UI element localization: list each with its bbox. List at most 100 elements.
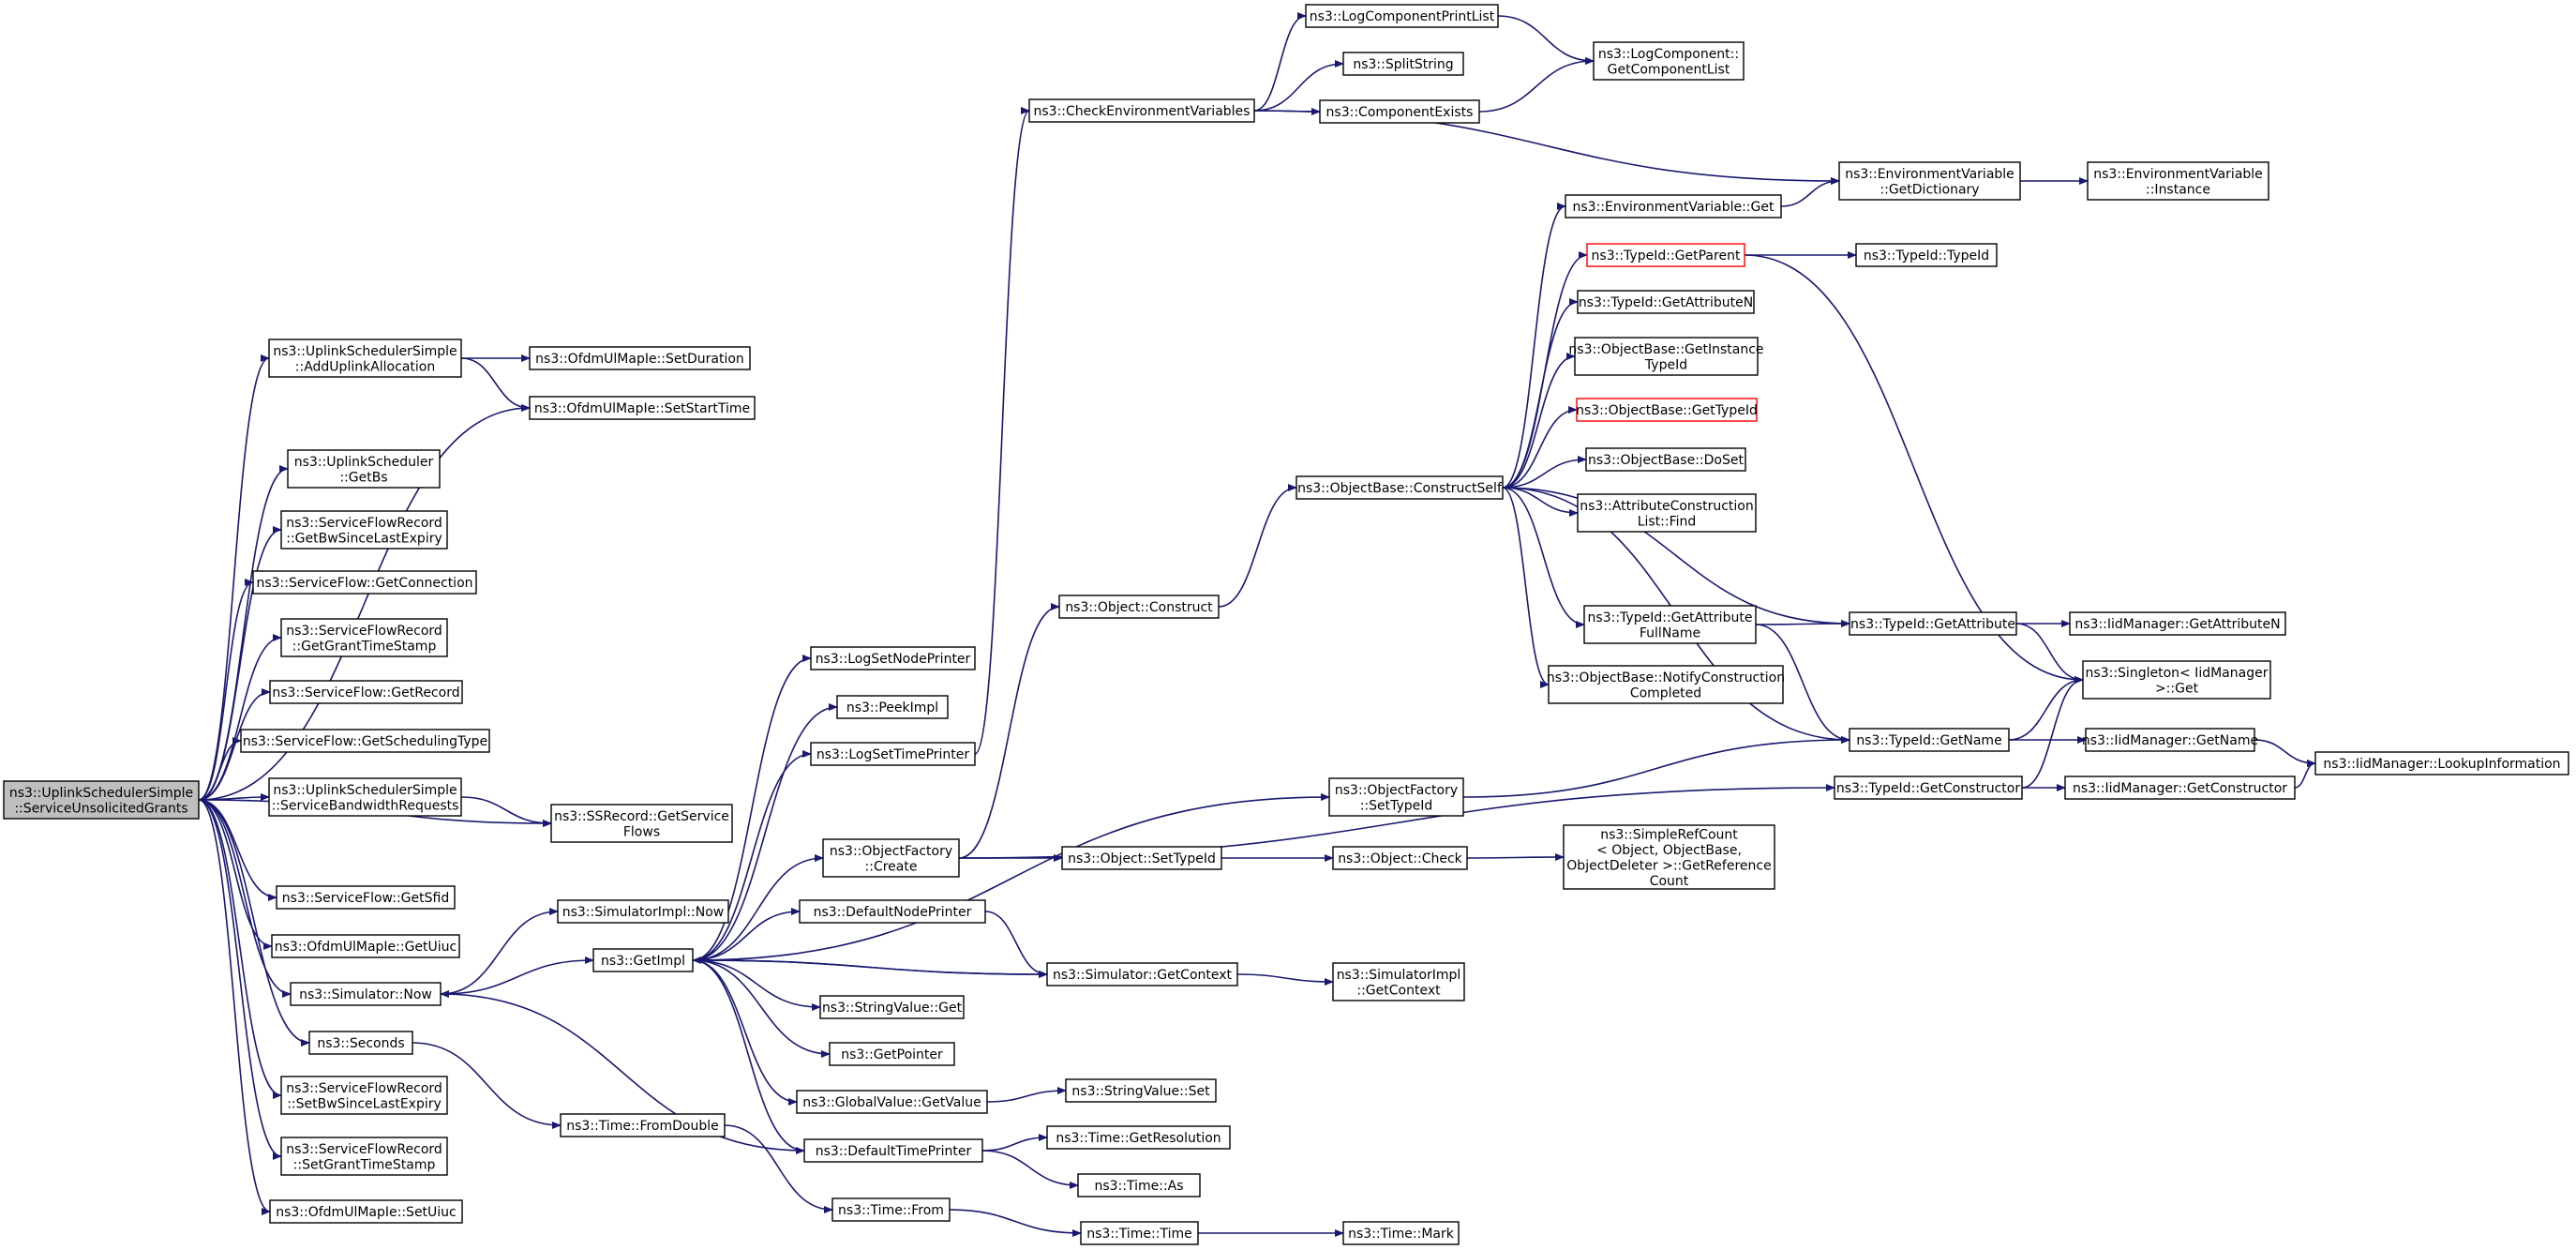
node-box bbox=[1838, 161, 2021, 201]
node-envInstance[interactable]: ns3::EnvironmentVariable::Instance bbox=[2087, 161, 2269, 201]
node-logCompGetList[interactable]: ns3::LogComponent::GetComponentList bbox=[1593, 41, 1745, 81]
node-objConstruct[interactable]: ns3::Object::Construct bbox=[1058, 595, 1220, 619]
node-box bbox=[269, 680, 463, 704]
node-box bbox=[1046, 962, 1238, 986]
node-label: ns3::GlobalValue::GetValue bbox=[802, 1095, 981, 1110]
node-compExists[interactable]: ns3::ComponentExists bbox=[1319, 99, 1480, 124]
node-singletonGet[interactable]: ns3::Singleton< IidManager >::Get bbox=[2082, 660, 2271, 700]
node-defTimePrinter[interactable]: ns3::DefaultTimePrinter bbox=[803, 1138, 983, 1163]
node-obGetTypeId[interactable]: ns3::ObjectBase::GetTypeId bbox=[1576, 398, 1758, 422]
node-label: ns3::UplinkSchedulerSimple bbox=[273, 783, 457, 798]
edge-getImpl-to-ofCreate bbox=[692, 854, 824, 961]
node-ofCreate[interactable]: ns3::ObjectFactory::Create bbox=[822, 838, 960, 878]
node-setGrantTS[interactable]: ns3::ServiceFlowRecord::SetGrantTimeStam… bbox=[280, 1137, 448, 1176]
node-label: ns3::IidManager::GetName bbox=[2082, 733, 2258, 748]
node-getBs[interactable]: ns3::UplinkScheduler::GetBs bbox=[287, 449, 441, 489]
node-tidGetCtor[interactable]: ns3::TypeId::GetConstructor bbox=[1834, 776, 2023, 800]
node-obDoSet[interactable]: ns3::ObjectBase::DoSet bbox=[1585, 447, 1746, 472]
node-checkEnv[interactable]: ns3::CheckEnvironmentVariables bbox=[1028, 98, 1255, 123]
node-timeMark[interactable]: ns3::Time::Mark bbox=[1342, 1221, 1460, 1245]
edge-root-to-getUiuc bbox=[198, 799, 273, 950]
node-box bbox=[1565, 194, 1782, 218]
node-svSet[interactable]: ns3::StringValue::Set bbox=[1065, 1078, 1217, 1103]
node-envGet[interactable]: ns3::EnvironmentVariable::Get bbox=[1565, 194, 1782, 218]
node-simGetContext[interactable]: ns3::Simulator::GetContext bbox=[1046, 962, 1238, 986]
node-tidGetParent[interactable]: ns3::TypeId::GetParent bbox=[1586, 243, 1745, 267]
node-iidGetCtor[interactable]: ns3::IidManager::GetConstructor bbox=[2064, 776, 2296, 800]
node-timeAs[interactable]: ns3::Time::As bbox=[1077, 1173, 1201, 1197]
node-getGrantTS[interactable]: ns3::ServiceFlowRecord::GetGrantTimeStam… bbox=[280, 618, 448, 657]
node-label: ns3::StringValue::Set bbox=[1071, 1084, 1210, 1099]
node-getConnection[interactable]: ns3::ServiceFlow::GetConnection bbox=[252, 570, 477, 595]
node-label: ns3::DefaultNodePrinter bbox=[814, 905, 972, 920]
node-objSetTypeId[interactable]: ns3::Object::SetTypeId bbox=[1061, 846, 1222, 870]
node-root[interactable]: ns3::UplinkSchedulerSimple::ServiceUnsol… bbox=[3, 780, 200, 820]
node-tidGetName[interactable]: ns3::TypeId::GetName bbox=[1849, 728, 2010, 752]
node-splitString[interactable]: ns3::SplitString bbox=[1342, 52, 1464, 76]
node-getBwSince[interactable]: ns3::ServiceFlowRecord::GetBwSinceLastEx… bbox=[280, 510, 448, 550]
node-srcGetRef[interactable]: ns3::SimpleRefCount< Object, ObjectBase,… bbox=[1563, 824, 1775, 890]
node-label: List::Find bbox=[1638, 514, 1697, 529]
node-addUplink[interactable]: ns3::UplinkSchedulerSimple::AddUplinkAll… bbox=[268, 339, 462, 378]
node-seconds[interactable]: ns3::Seconds bbox=[308, 1031, 413, 1055]
node-ofSetTypeId[interactable]: ns3::ObjectFactory::SetTypeId bbox=[1328, 777, 1464, 817]
node-getSchedType[interactable]: ns3::ServiceFlow::GetSchedulingType bbox=[240, 729, 490, 753]
node-iidGetName[interactable]: ns3::IidManager::GetName bbox=[2082, 728, 2258, 752]
edge-tidGetAttrFull-to-tidGetAttr bbox=[1755, 620, 1850, 628]
node-getImpl[interactable]: ns3::GetImpl bbox=[592, 948, 694, 972]
node-setBwSince[interactable]: ns3::ServiceFlowRecord::SetBwSinceLastEx… bbox=[280, 1076, 448, 1115]
node-getRecord[interactable]: ns3::ServiceFlow::GetRecord bbox=[269, 680, 463, 704]
node-iidLookup[interactable]: ns3::IidManager::LookupInformation bbox=[2314, 751, 2569, 776]
node-label: ns3::ServiceFlow::GetSchedulingType bbox=[243, 734, 487, 749]
node-constructSelf[interactable]: ns3::ObjectBase::ConstructSelf bbox=[1295, 475, 1504, 500]
node-logSetNode[interactable]: ns3::LogSetNodePrinter bbox=[810, 646, 976, 670]
node-getResolution[interactable]: ns3::Time::GetResolution bbox=[1046, 1125, 1231, 1150]
node-timeTime[interactable]: ns3::Time::Time bbox=[1080, 1221, 1199, 1245]
node-gvGetValue[interactable]: ns3::GlobalValue::GetValue bbox=[796, 1090, 988, 1114]
node-label: ns3::ServiceFlowRecord bbox=[286, 624, 442, 639]
node-simImplGetContext[interactable]: ns3::SimulatorImpl::GetContext bbox=[1332, 962, 1465, 1002]
edge-tidGetAttr-to-singletonGet bbox=[2015, 623, 2084, 684]
node-tidGetAttr[interactable]: ns3::TypeId::GetAttribute bbox=[1849, 611, 2017, 636]
edge-objCheck-to-srcGetRef bbox=[1466, 853, 1565, 862]
node-box bbox=[557, 899, 729, 924]
node-logCompPrint[interactable]: ns3::LogComponentPrintList bbox=[1305, 4, 1499, 28]
node-label: ns3::ServiceFlowRecord bbox=[286, 1142, 442, 1157]
node-getSfid[interactable]: ns3::ServiceFlow::GetSfid bbox=[276, 885, 456, 910]
node-fromDouble[interactable]: ns3::Time::FromDouble bbox=[560, 1113, 726, 1137]
node-box bbox=[1593, 41, 1745, 81]
node-timeFrom[interactable]: ns3::Time::From bbox=[831, 1197, 951, 1222]
node-iidGetAttrN[interactable]: ns3::IidManager::GetAttributeN bbox=[2069, 611, 2286, 636]
edge-root-to-getRecord bbox=[198, 688, 271, 801]
node-box bbox=[560, 1113, 726, 1137]
node-envGetDict[interactable]: ns3::EnvironmentVariable::GetDictionary bbox=[1838, 161, 2021, 201]
node-tidGetAttrN[interactable]: ns3::TypeId::GetAttributeN bbox=[1577, 290, 1755, 314]
node-defNodePrinter[interactable]: ns3::DefaultNodePrinter bbox=[799, 899, 986, 924]
node-obNotify[interactable]: ns3::ObjectBase::NotifyConstructionCompl… bbox=[1547, 665, 1785, 704]
node-svGet[interactable]: ns3::StringValue::Get bbox=[819, 995, 965, 1019]
node-setUiuc[interactable]: ns3::OfdmUlMapIe::SetUiuc bbox=[269, 1199, 463, 1224]
node-serviceBwReq[interactable]: ns3::UplinkSchedulerSimple::ServiceBandw… bbox=[268, 777, 462, 817]
edge-envGet-to-envGetDict bbox=[1780, 177, 1840, 207]
node-box bbox=[1295, 475, 1504, 500]
node-tidTypeId[interactable]: ns3::TypeId::TypeId bbox=[1855, 243, 1998, 267]
edge-fromDouble-to-timeFrom bbox=[724, 1124, 833, 1213]
node-label: ns3::ObjectBase::DoSet bbox=[1588, 453, 1744, 468]
node-label: ns3::TypeId::GetConstructor bbox=[1836, 781, 2020, 796]
node-setStartTime[interactable]: ns3::OfdmUlMapIe::SetStartTime bbox=[529, 396, 756, 420]
node-simNow[interactable]: ns3::Simulator::Now bbox=[290, 982, 442, 1006]
node-label: ns3::TypeId::GetParent bbox=[1592, 248, 1741, 264]
node-getUiuc[interactable]: ns3::OfdmUlMapIe::GetUiuc bbox=[271, 934, 460, 958]
node-logSetTime[interactable]: ns3::LogSetTimePrinter bbox=[810, 742, 976, 766]
node-getPointer[interactable]: ns3::GetPointer bbox=[829, 1042, 955, 1066]
node-simImplNow[interactable]: ns3::SimulatorImpl::Now bbox=[557, 899, 729, 924]
node-label: ns3::TypeId::GetAttributeN bbox=[1579, 295, 1753, 310]
node-setDuration[interactable]: ns3::OfdmUlMapIe::SetDuration bbox=[529, 346, 751, 370]
node-peekImpl[interactable]: ns3::PeekImpl bbox=[836, 695, 949, 719]
node-box bbox=[308, 1031, 413, 1055]
node-objCheck[interactable]: ns3::Object::Check bbox=[1332, 846, 1468, 870]
